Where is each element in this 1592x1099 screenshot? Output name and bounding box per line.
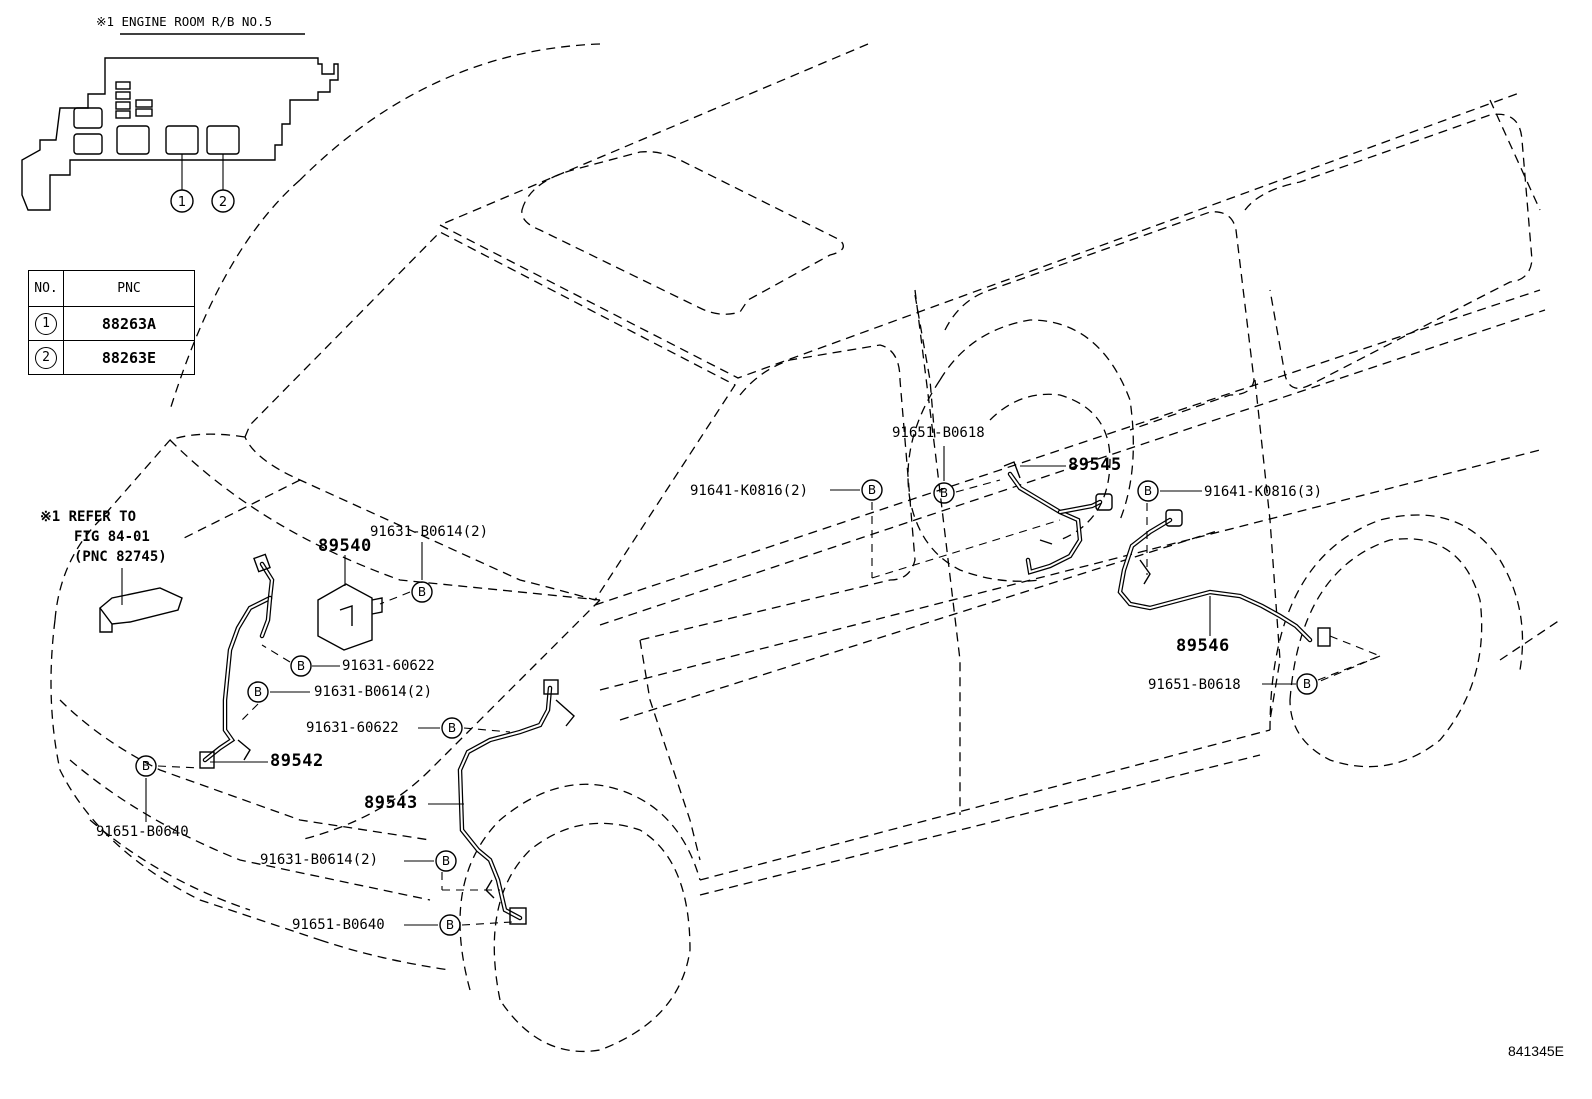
pnc-row-number: 2 <box>35 346 57 369</box>
fastener-b-symbol <box>441 717 463 739</box>
part-label-89540: 89540 <box>318 536 372 556</box>
part-label-89545: 89545 <box>1068 455 1122 475</box>
pnc-table-no-cell: 1 <box>28 306 64 341</box>
fastener-label-91631-b0614-low: 91631-B0614(2) <box>260 852 379 868</box>
fastener-b-symbol <box>135 755 157 777</box>
figure-code: 841345E <box>1507 1043 1564 1059</box>
fastener-b-text: B <box>1303 677 1311 691</box>
fastener-b-symbol <box>1137 480 1159 502</box>
relay-marker-1-text: 1 <box>178 195 186 210</box>
pnc-table: NO. PNC 1 88263A 2 88263E <box>28 270 195 375</box>
fastener-b-text: B <box>940 486 948 500</box>
pnc-table-value-cell: 88263E <box>63 340 195 375</box>
fastener-label-91631-b0614-mid: 91631-B0614(2) <box>314 684 433 700</box>
fastener-label-91651-b0618-top: 91651-B0618 <box>892 425 985 441</box>
engine-room-relay-box-title: ※1 ENGINE ROOM R/B NO.5 <box>96 14 273 29</box>
fastener-label-91651-b0640-b: 91651-B0640 <box>292 917 385 933</box>
fastener-b-symbol <box>861 479 883 501</box>
fastener-label-91631-60622-b: 91631-60622 <box>306 720 399 736</box>
pnc-table-value-cell: 88263A <box>63 306 195 341</box>
fastener-b-symbol <box>933 482 955 504</box>
fastener-b-text: B <box>418 585 426 599</box>
part-label-89543: 89543 <box>364 793 418 813</box>
fastener-symbols: B B B B B B B B B B B <box>135 479 1318 936</box>
relay-marker-2-text: 2 <box>219 195 227 210</box>
fastener-b-text: B <box>297 659 305 673</box>
table-row: 1 88263A <box>28 306 195 341</box>
harness-89545 <box>1003 461 1113 575</box>
pnc-row-number: 1 <box>35 312 57 335</box>
fastener-b-symbol <box>439 914 461 936</box>
fastener-label-91641-k0816-3: 91641-K0816(3) <box>1204 484 1323 500</box>
fastener-label-91651-b0618-low: 91651-B0618 <box>1148 677 1241 693</box>
table-row: 2 88263E <box>28 340 195 375</box>
fastener-b-symbol <box>411 581 433 603</box>
fastener-b-text: B <box>142 759 150 773</box>
engine-room-relay-box <box>21 33 339 213</box>
pnc-table-header: NO. PNC <box>28 270 195 307</box>
fastener-b-symbol <box>247 681 269 703</box>
fastener-label-91641-k0816-2: 91641-K0816(2) <box>690 483 809 499</box>
relay-marker-2 <box>211 189 235 213</box>
relay-marker-1 <box>170 189 194 213</box>
refer-note-line2: FIG 84-01 <box>74 529 150 545</box>
fastener-b-text: B <box>446 918 454 932</box>
fastener-b-text: B <box>254 685 262 699</box>
part-label-89542: 89542 <box>270 751 324 771</box>
leader-lines <box>121 446 1381 926</box>
harness-89542 <box>199 553 275 769</box>
pnc-table-no-cell: 2 <box>28 340 64 375</box>
fastener-label-91631-60622-a: 91631-60622 <box>342 658 435 674</box>
fastener-b-symbol <box>435 850 457 872</box>
fastener-label-91651-b0640-a: 91651-B0640 <box>96 824 189 840</box>
fastener-b-text: B <box>448 721 456 735</box>
fastener-b-text: B <box>442 854 450 868</box>
vehicle-body-outline <box>50 43 1561 1053</box>
harness-89543 <box>457 679 575 925</box>
fastener-b-symbol <box>1296 673 1318 695</box>
refer-note-line1: ※1 REFER TO <box>40 509 137 525</box>
fastener-b-text: B <box>1144 484 1152 498</box>
refer-note-line3: (PNC 82745) <box>74 549 167 565</box>
pnc-table-header-no: NO. <box>28 270 64 307</box>
fastener-label-91631-b0614-top: 91631-B0614(2) <box>370 524 489 540</box>
fastener-b-text: B <box>868 483 876 497</box>
ecu-module-89540 <box>317 583 383 651</box>
pnc-table-header-pnc: PNC <box>63 270 195 307</box>
fastener-b-symbol <box>290 655 312 677</box>
ecu-refer-module <box>99 587 183 633</box>
harness-89546 <box>1117 509 1331 647</box>
part-label-89546: 89546 <box>1176 636 1230 656</box>
